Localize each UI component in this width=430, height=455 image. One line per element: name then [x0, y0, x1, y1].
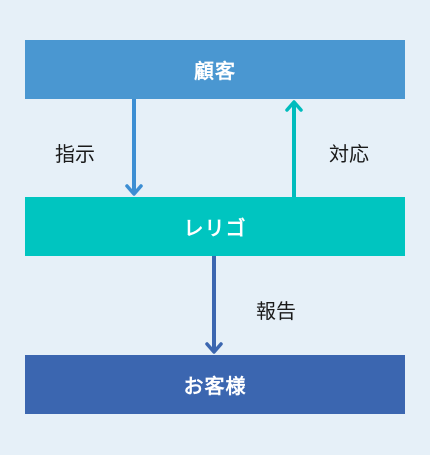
arrow-instruction [125, 99, 143, 196]
edge-label-instruction: 指示 [55, 142, 95, 166]
node-releago-label: レリゴ [183, 216, 247, 240]
edge-label-report: 報告 [256, 299, 296, 323]
node-client: お客様 [25, 355, 405, 414]
node-customer-label: 顧客 [194, 59, 236, 83]
arrow-report [205, 256, 223, 354]
edge-label-response: 対応 [329, 142, 369, 166]
node-client-label: お客様 [183, 374, 247, 398]
node-customer: 顧客 [25, 40, 405, 99]
node-releago: レリゴ [25, 197, 405, 256]
arrow-response [285, 100, 303, 197]
